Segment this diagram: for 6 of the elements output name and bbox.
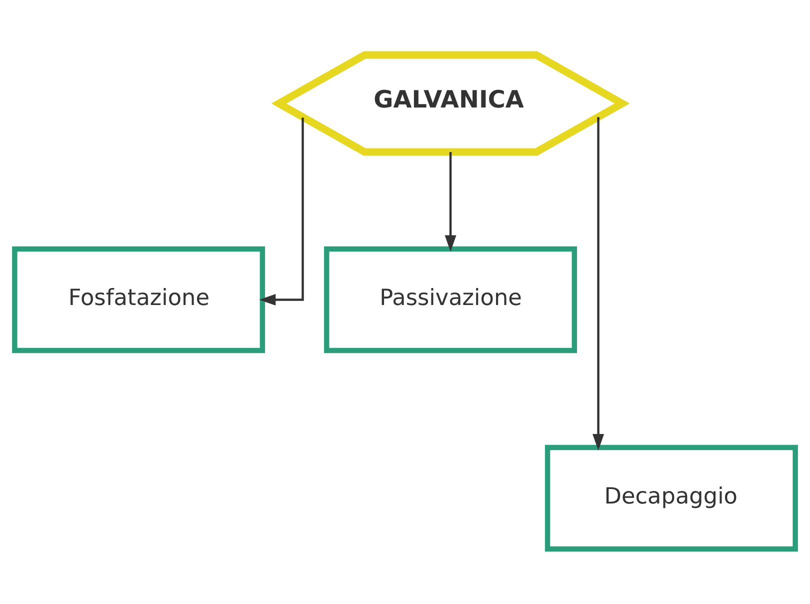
- node-box: Passivazione: [324, 246, 578, 354]
- node-box: Fosfatazione: [12, 246, 266, 354]
- arrow: [444, 152, 456, 252]
- arrow: [259, 118, 304, 306]
- node-box: Decapaggio: [544, 444, 798, 552]
- arrow: [592, 117, 604, 450]
